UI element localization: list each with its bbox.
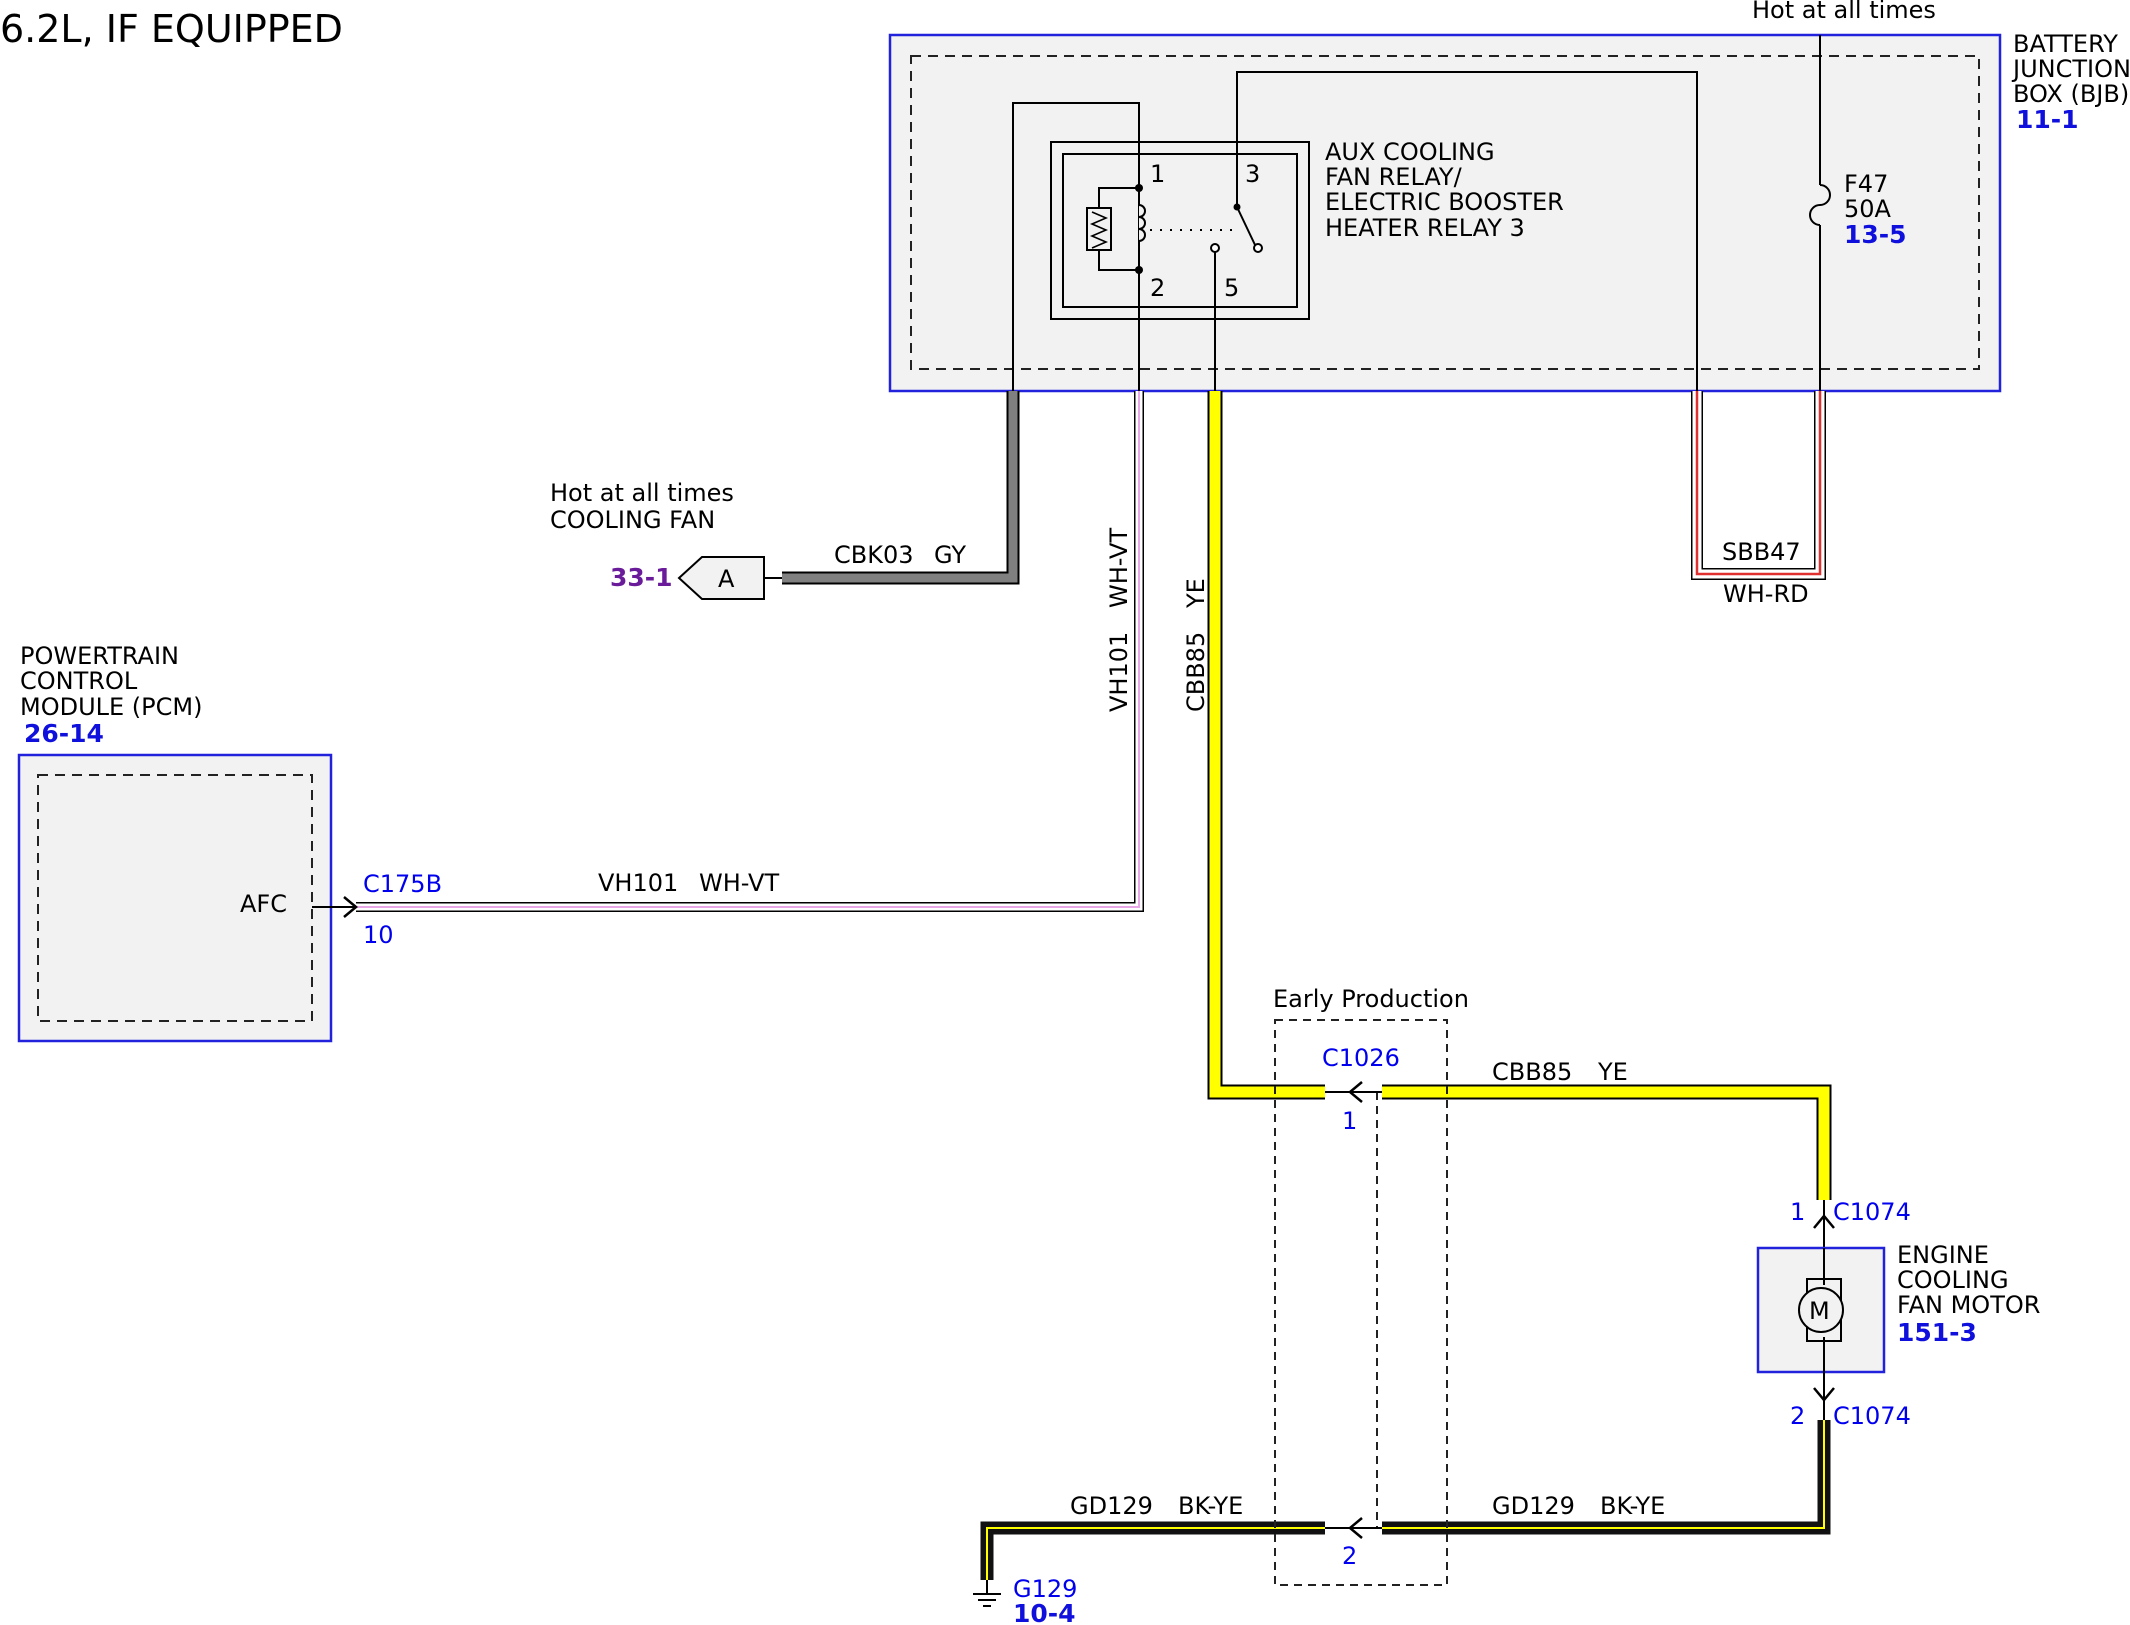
gd129-left-color-label: BK-YE bbox=[1178, 1492, 1243, 1520]
gd129-left-circuit-label: GD129 bbox=[1070, 1492, 1153, 1520]
ground-name: G129 bbox=[1013, 1575, 1077, 1603]
early-production-group: Early Production C1026 1 2 bbox=[1273, 985, 1469, 1586]
bjb-hot-at-all-times-label: Hot at all times bbox=[1752, 0, 1936, 24]
bjb-name-line-1: BATTERY bbox=[2013, 30, 2118, 58]
wire-vh101-wh-vt: VH101 WH-VT VH101 WH-VT bbox=[356, 391, 1144, 912]
pcm-page-ref[interactable]: 26-14 bbox=[24, 719, 104, 748]
early-production-label: Early Production bbox=[1273, 985, 1469, 1013]
c1074-pin2-arrow-icon bbox=[1813, 1387, 1835, 1402]
pcm-name-line-3: MODULE (PCM) bbox=[20, 693, 202, 721]
sbb47-circuit-label: SBB47 bbox=[1722, 538, 1801, 566]
relay-switch-arm-icon bbox=[1236, 206, 1257, 248]
relay-name-line-3: ELECTRIC BOOSTER bbox=[1325, 188, 1564, 216]
cooling-fan-line-2: COOLING FAN bbox=[550, 506, 715, 534]
fuse-page-ref[interactable]: 13-5 bbox=[1844, 220, 1907, 249]
fuse-rating: 50A bbox=[1844, 195, 1892, 223]
c1074-top-connector-id: C1074 bbox=[1833, 1198, 1911, 1226]
cooling-fan-line-1: Hot at all times bbox=[550, 479, 734, 507]
motor-symbol-letter: M bbox=[1809, 1297, 1830, 1325]
wire-sbb47-wh-rd: SBB47 WH-RD bbox=[1691, 391, 1826, 608]
relay-pin-1: 1 bbox=[1150, 160, 1165, 188]
cbb85-vertical-circuit-label: CBB85 bbox=[1182, 632, 1210, 712]
vh101-vertical-color-label: WH-VT bbox=[1105, 528, 1133, 608]
relay-coil-icon bbox=[1138, 204, 1146, 242]
motor-page-ref[interactable]: 151-3 bbox=[1897, 1318, 1977, 1347]
cbk03-circuit-label: CBK03 bbox=[834, 541, 914, 569]
c1026-pin-1: 1 bbox=[1342, 1107, 1357, 1135]
motor-name-line-2: COOLING bbox=[1897, 1266, 2009, 1294]
wire-cbb85-ye: CBB85 YE CBB85 YE bbox=[1182, 391, 1832, 1200]
fuse-name: F47 bbox=[1844, 170, 1888, 198]
pcm-connector-id: C175B bbox=[363, 870, 442, 898]
relay-name-line-1: AUX COOLING bbox=[1325, 138, 1495, 166]
gd129-right-color-label: BK-YE bbox=[1600, 1492, 1665, 1520]
bjb-internal-wiring bbox=[1012, 71, 1698, 391]
c1026-pin1-arrow-icon bbox=[1348, 1081, 1363, 1103]
bjb-page-ref[interactable]: 11-1 bbox=[2016, 105, 2079, 134]
pcm-outline bbox=[17, 753, 333, 1043]
c1026-pin2-arrow-icon bbox=[1348, 1517, 1363, 1539]
vh101-vertical-circuit-label: VH101 bbox=[1105, 632, 1133, 712]
bjb-name-line-2: JUNCTION bbox=[2011, 55, 2130, 83]
pcm-name-line-1: POWERTRAIN bbox=[20, 642, 179, 670]
relay-pin-5: 5 bbox=[1224, 274, 1239, 302]
c1026-connector-id: C1026 bbox=[1322, 1044, 1400, 1072]
vh101-horizontal-color-label: WH-VT bbox=[699, 869, 779, 897]
bjb-inner-dashed bbox=[910, 55, 1980, 370]
cooling-fan-page-ref[interactable]: 33-1 bbox=[610, 563, 673, 592]
ground-g129: G129 10-4 bbox=[973, 1575, 1077, 1625]
engine-cooling-fan-motor: 1 C1074 M 2 C1074 ENGINE COOLING FAN MOT… bbox=[1756, 1198, 2040, 1430]
vh101-horizontal-circuit-label: VH101 bbox=[598, 869, 678, 897]
motor-symbol-icon bbox=[1798, 1287, 1844, 1333]
relay-name-line-4: HEATER RELAY 3 bbox=[1325, 214, 1525, 242]
c1026-pin-2: 2 bbox=[1342, 1542, 1357, 1570]
c1074-pin1-arrow-icon bbox=[1813, 1214, 1835, 1229]
cbb85-horizontal-color-label: YE bbox=[1597, 1058, 1628, 1086]
pcm-inner-dashed bbox=[37, 774, 313, 1022]
aux-cooling-fan-relay: 1 2 3 5 AUX COOLING FAN RELAY/ ELECTRIC … bbox=[1050, 138, 1564, 320]
relay-pin-3: 3 bbox=[1245, 160, 1260, 188]
cbb85-vertical-color-label: YE bbox=[1182, 578, 1210, 609]
bjb-name-line-3: BOX (BJB) bbox=[2013, 80, 2129, 108]
relay-coil-resistor-icon bbox=[1086, 207, 1112, 251]
pcm-connector-pin: 10 bbox=[363, 921, 394, 949]
bjb-outline bbox=[888, 33, 2002, 393]
wire-cbk03-gray: CBK03 GY bbox=[782, 391, 1020, 585]
sbb47-color-label: WH-RD bbox=[1723, 580, 1809, 608]
cbb85-horizontal-circuit-label: CBB85 bbox=[1492, 1058, 1572, 1086]
pcm-connector-arrow-icon bbox=[343, 896, 358, 918]
powertrain-control-module: POWERTRAIN CONTROL MODULE (PCM) 26-14 AF… bbox=[17, 642, 442, 1043]
offpage-connector-letter: A bbox=[718, 565, 735, 593]
battery-junction-box: BATTERY JUNCTION BOX (BJB) 11-1 bbox=[888, 30, 2130, 393]
early-production-dashed-box bbox=[1274, 1019, 1448, 1586]
fuse-symbol-icon bbox=[1809, 184, 1831, 226]
fuse-f47: F47 50A 13-5 bbox=[1809, 35, 1907, 391]
cooling-fan-offpage-reference: Hot at all times COOLING FAN A 33-1 bbox=[550, 479, 782, 600]
relay-inner-box bbox=[1062, 153, 1298, 308]
relay-outer-box bbox=[1050, 141, 1310, 320]
wire-gd129-bk-ye: GD129 BK-YE GD129 BK-YE bbox=[980, 1420, 1831, 1580]
c1074-bottom-connector-id: C1074 bbox=[1833, 1402, 1911, 1430]
relay-pin-2: 2 bbox=[1150, 274, 1165, 302]
pcm-pin-label-afc: AFC bbox=[240, 890, 287, 918]
motor-name-line-1: ENGINE bbox=[1897, 1241, 1989, 1269]
c1074-top-pin: 1 bbox=[1790, 1198, 1805, 1226]
relay-name-line-2: FAN RELAY/ bbox=[1325, 163, 1463, 191]
motor-name-line-3: FAN MOTOR bbox=[1897, 1291, 2040, 1319]
pcm-name-line-2: CONTROL bbox=[20, 667, 138, 695]
c1074-bottom-pin: 2 bbox=[1790, 1402, 1805, 1430]
gd129-right-circuit-label: GD129 bbox=[1492, 1492, 1575, 1520]
diagram-title: 6.2L, IF EQUIPPED bbox=[0, 7, 343, 51]
cbk03-color-label: GY bbox=[934, 541, 966, 569]
ground-page-ref[interactable]: 10-4 bbox=[1013, 1599, 1076, 1625]
